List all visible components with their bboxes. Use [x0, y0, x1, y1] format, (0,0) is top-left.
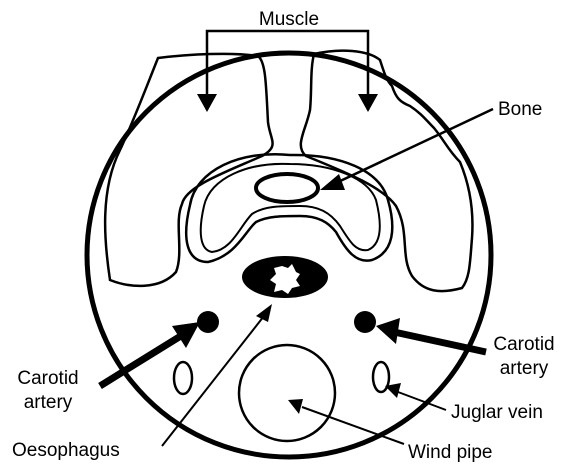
- muscle-arrowhead-left: [197, 94, 217, 112]
- label-carotid-right-line2: artery: [500, 358, 549, 379]
- vertebra-inner: [201, 164, 380, 252]
- wind-pipe-circle: [239, 345, 335, 441]
- carotid-artery-left: [197, 311, 219, 333]
- bone-pointer-arrowhead: [320, 174, 345, 190]
- label-muscle: Muscle: [259, 9, 319, 30]
- label-juglar-vein: Juglar vein: [451, 402, 543, 423]
- label-carotid-left-line1: Carotid: [17, 368, 78, 389]
- label-oesophagus: Oesophagus: [12, 440, 120, 461]
- label-carotid-left-line2: artery: [24, 392, 73, 413]
- muscle-arrowhead-right: [358, 94, 378, 112]
- bone-pointer-line: [336, 109, 493, 183]
- oesophagus-pointer-arrowhead: [256, 304, 272, 322]
- muscle-right: [301, 51, 473, 291]
- wind-pipe-pointer-line: [302, 407, 404, 444]
- carotid-right-arrowhead: [376, 318, 400, 344]
- bone-ring: [256, 174, 318, 202]
- label-carotid-right-line1: Carotid: [493, 334, 554, 355]
- carotid-left-pointer-line: [100, 334, 184, 386]
- label-wind-pipe: Wind pipe: [408, 442, 493, 463]
- wind-pipe-pointer-arrowhead: [288, 399, 303, 414]
- label-bone: Bone: [498, 99, 542, 120]
- juglar-vein-left: [174, 362, 192, 394]
- carotid-artery-right: [354, 311, 376, 333]
- neck-outline: [87, 53, 491, 457]
- muscle-bracket: [207, 31, 368, 110]
